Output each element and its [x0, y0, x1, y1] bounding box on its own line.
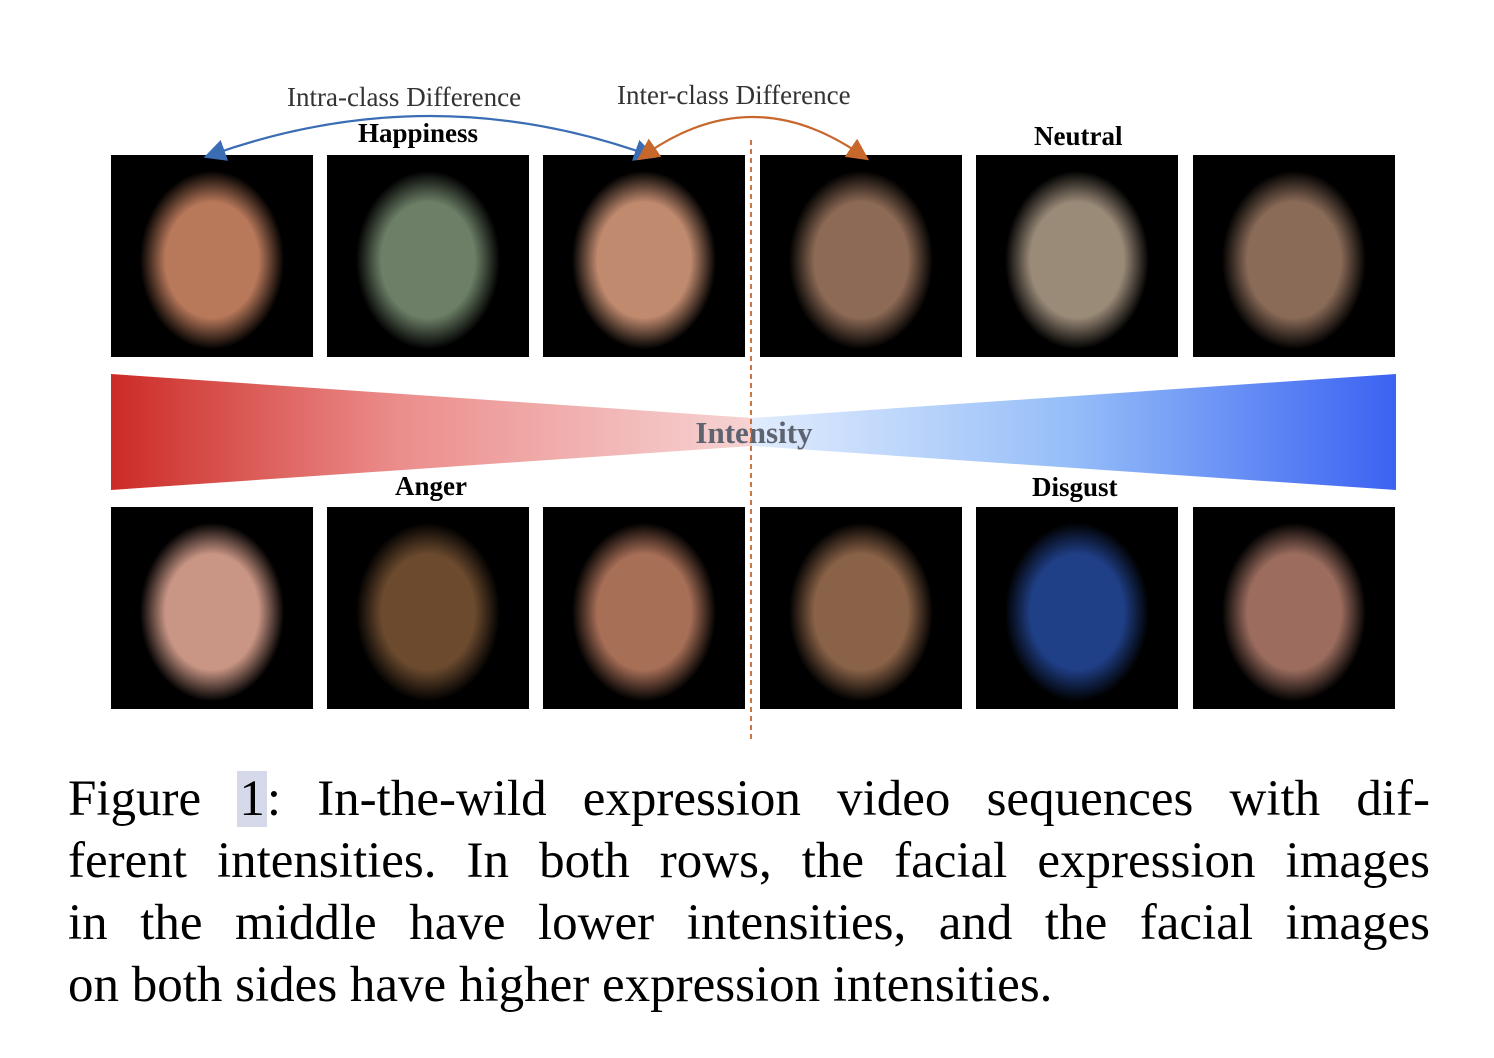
inter-class-arrow — [636, 115, 870, 161]
intensity-label: Intensity — [695, 415, 813, 450]
caption-line-4: on both sides have higher expression int… — [68, 957, 1053, 1013]
face-disgust-2-photo — [976, 507, 1178, 709]
face-neutral-2 — [976, 155, 1178, 357]
face-neutral-1-photo — [760, 155, 962, 357]
caption-line-2: ferent intensities. In both rows, the fa… — [68, 833, 1430, 889]
face-happiness-3 — [543, 155, 745, 357]
intensity-band-blue — [752, 374, 1396, 490]
neutral-label: Neutral — [1034, 121, 1123, 151]
face-anger-1-photo — [111, 507, 313, 709]
anger-label: Anger — [395, 471, 467, 501]
face-anger-2-photo — [327, 507, 529, 709]
intensity-band-red — [111, 374, 752, 490]
figure-ref-link[interactable]: 1 — [237, 771, 267, 827]
face-happiness-1 — [111, 155, 313, 357]
face-anger-2 — [327, 507, 529, 709]
face-neutral-3-photo — [1193, 155, 1395, 357]
inter-class-label: Inter-class Difference — [617, 80, 851, 110]
intra-class-label: Intra-class Difference — [287, 82, 522, 112]
face-happiness-2-photo — [327, 155, 529, 357]
face-anger-3-photo — [543, 507, 745, 709]
caption-line-3: in the middle have lower intensities, an… — [68, 895, 1430, 951]
caption-line-1: Figure 1: In-the-wild expression video s… — [68, 771, 1430, 827]
figure-caption: Figure 1: In-the-wild expression video s… — [68, 768, 1430, 1016]
face-neutral-2-photo — [976, 155, 1178, 357]
face-disgust-1 — [760, 507, 962, 709]
intra-class-arrow — [203, 114, 657, 161]
face-disgust-2 — [976, 507, 1178, 709]
face-disgust-3 — [1193, 507, 1395, 709]
face-happiness-2 — [327, 155, 529, 357]
face-happiness-1-photo — [111, 155, 313, 357]
face-disgust-1-photo — [760, 507, 962, 709]
figure: Intra-class Difference Inter-class Diffe… — [111, 80, 1396, 740]
disgust-label: Disgust — [1032, 472, 1118, 502]
figure-overlay: Intensity — [111, 114, 1396, 740]
face-happiness-3-photo — [543, 155, 745, 357]
face-neutral-1 — [760, 155, 962, 357]
face-anger-3 — [543, 507, 745, 709]
face-anger-1 — [111, 507, 313, 709]
face-disgust-3-photo — [1193, 507, 1395, 709]
face-neutral-3 — [1193, 155, 1395, 357]
